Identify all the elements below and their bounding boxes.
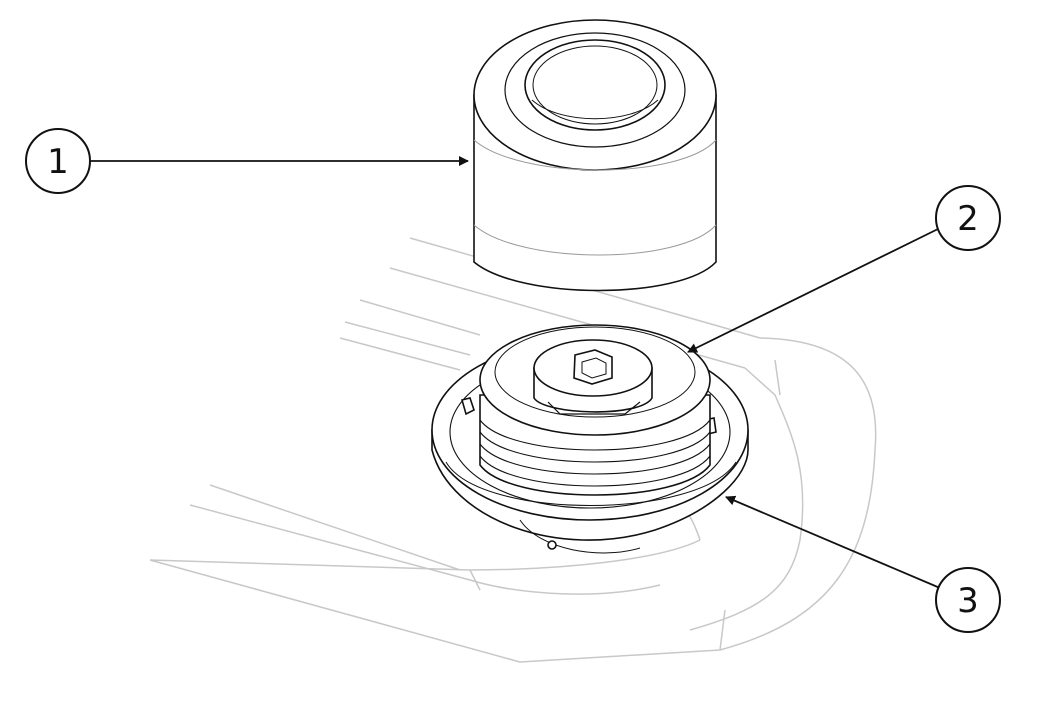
callout-2: 2 xyxy=(935,185,1001,251)
callout-circle xyxy=(935,185,1001,251)
leader-line-2 xyxy=(687,227,941,353)
callout-3: 3 xyxy=(935,567,1001,633)
leader-line-3 xyxy=(725,495,941,589)
callout-circle xyxy=(935,567,1001,633)
base-plate xyxy=(149,237,877,663)
callout-number: 3 xyxy=(957,581,979,621)
plug-part xyxy=(479,324,711,496)
cap-part xyxy=(473,19,717,292)
callout-number: 1 xyxy=(47,142,69,182)
callout-1: 1 xyxy=(25,128,91,194)
callout-circle xyxy=(25,128,91,194)
callout-number: 2 xyxy=(957,199,979,239)
leader-lines xyxy=(90,156,941,589)
